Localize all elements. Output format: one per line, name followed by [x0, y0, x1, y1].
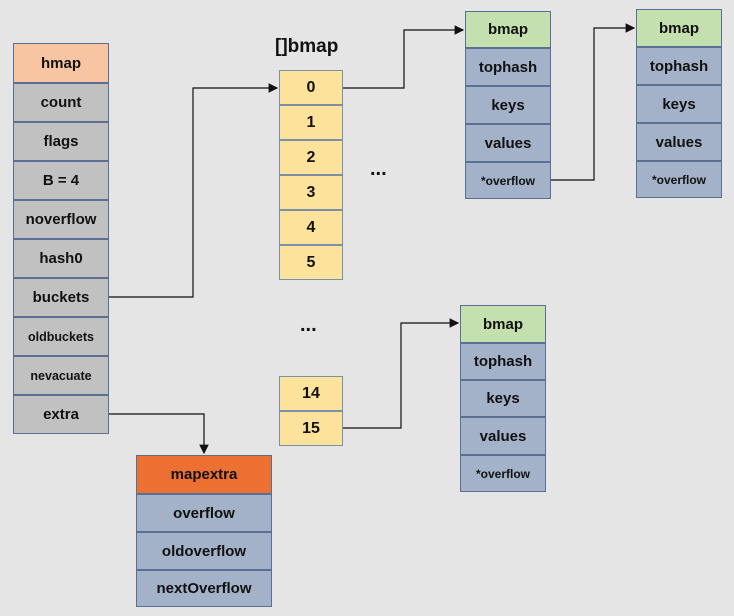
hmap-field-flags: flags [13, 122, 109, 161]
bmap-field-keys: keys [460, 380, 546, 417]
bmap-header: bmap [465, 11, 551, 48]
bmap-header: bmap [460, 305, 546, 343]
bmap-field-tophash: tophash [465, 48, 551, 86]
bmap-header: bmap [636, 9, 722, 47]
bmap-field-values: values [460, 417, 546, 455]
bmap-field-values: values [465, 124, 551, 162]
bucket-cell-5: 5 [279, 245, 343, 280]
bucket-cell-14: 14 [279, 376, 343, 411]
array-ellipsis: ... [300, 314, 317, 336]
arrow-extra-to-mapextra [109, 413, 209, 455]
hmap-field-oldbuckets: oldbuckets [13, 317, 109, 356]
bmap-field-overflow: *overflow [636, 161, 722, 198]
hmap-field-b: B = 4 [13, 161, 109, 200]
hmap-field-extra: extra [13, 395, 109, 434]
hmap-header: hmap [13, 43, 109, 83]
hmap-field-hash0: hash0 [13, 239, 109, 278]
mapextra-field-nextoverflow: nextOverflow [136, 570, 272, 607]
bmap-field-keys: keys [465, 86, 551, 124]
bucket-cell-1: 1 [279, 105, 343, 140]
arrow-bucket15-to-bmap [343, 318, 460, 429]
bmap-chain-ellipsis: ... [370, 158, 387, 180]
bmap-field-keys: keys [636, 85, 722, 123]
bucket-cell-3: 3 [279, 175, 343, 210]
arrow-overflow-to-bmap [551, 23, 636, 181]
hmap-field-noverflow: noverflow [13, 200, 109, 239]
mapextra-field-overflow: overflow [136, 494, 272, 532]
bmap-field-tophash: tophash [636, 47, 722, 85]
bucket-cell-4: 4 [279, 210, 343, 245]
hmap-field-nevacuate: nevacuate [13, 356, 109, 395]
array-title: []bmap [275, 36, 339, 57]
mapextra-field-oldoverflow: oldoverflow [136, 532, 272, 570]
arrow-bucket0-to-bmap [343, 25, 465, 89]
bmap-field-tophash: tophash [460, 343, 546, 380]
bucket-cell-2: 2 [279, 140, 343, 175]
hmap-field-buckets: buckets [13, 278, 109, 317]
bmap-field-overflow: *overflow [465, 162, 551, 199]
bmap-field-overflow: *overflow [460, 455, 546, 492]
bucket-cell-15: 15 [279, 411, 343, 446]
mapextra-header: mapextra [136, 455, 272, 494]
arrow-buckets-to-array [109, 83, 279, 298]
bucket-cell-0: 0 [279, 70, 343, 105]
bmap-field-values: values [636, 123, 722, 161]
hmap-field-count: count [13, 83, 109, 122]
